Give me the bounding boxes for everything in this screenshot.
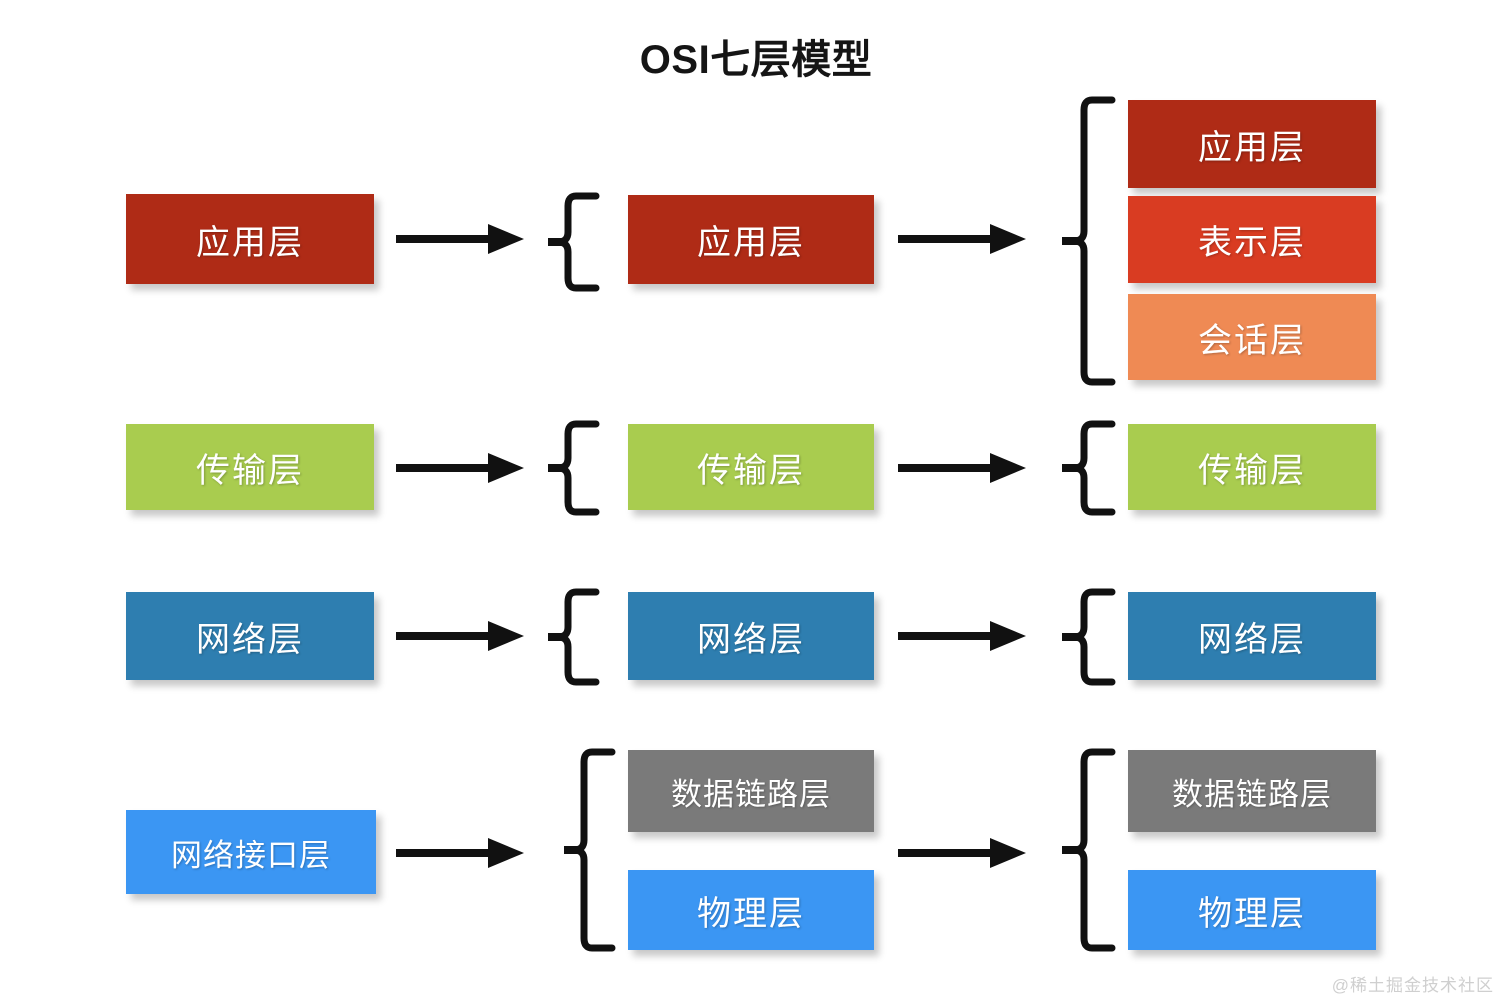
box-col3-session: 会话层: [1128, 294, 1376, 380]
box-col3-datalink: 数据链路层: [1128, 750, 1376, 832]
brace-col2-linkphysical: [564, 748, 616, 952]
box-col3-physical: 物理层: [1128, 870, 1376, 950]
box-col3-application: 应用层: [1128, 100, 1376, 188]
arrow-transport-col1-col2: [396, 453, 524, 483]
box-col1-network-interface: 网络接口层: [126, 810, 376, 894]
arrow-application-col1-col2: [396, 224, 524, 254]
arrow-network-col2-col3: [898, 621, 1026, 651]
box-col2-datalink: 数据链路层: [628, 750, 874, 832]
box-col1-application: 应用层: [126, 194, 374, 284]
box-col1-transport: 传输层: [126, 424, 374, 510]
arrow-linkphysical-col2-col3: [898, 838, 1026, 868]
brace-col3-application-group: [1062, 96, 1116, 386]
page-title: OSI七层模型: [639, 38, 873, 82]
box-col2-physical: 物理层: [628, 870, 874, 950]
brace-col2-transport: [548, 420, 600, 516]
watermark: @稀土掘金技术社区: [1331, 976, 1494, 995]
brace-col3-network: [1062, 588, 1116, 686]
brace-col3-linkphysical: [1062, 748, 1116, 952]
brace-col3-transport: [1062, 420, 1116, 516]
arrow-application-col2-col3: [898, 224, 1026, 254]
arrow-transport-col2-col3: [898, 453, 1026, 483]
box-col2-application: 应用层: [628, 195, 874, 284]
box-col3-network: 网络层: [1128, 592, 1376, 680]
arrow-network-col1-col2: [396, 621, 524, 651]
brace-col2-application: [548, 192, 600, 292]
arrow-interface-col1-col2: [396, 838, 524, 868]
box-col2-network: 网络层: [628, 592, 874, 680]
box-col3-transport: 传输层: [1128, 424, 1376, 510]
box-col2-transport: 传输层: [628, 424, 874, 510]
box-col1-network: 网络层: [126, 592, 374, 680]
brace-col2-network: [548, 588, 600, 686]
box-col3-presentation: 表示层: [1128, 196, 1376, 283]
